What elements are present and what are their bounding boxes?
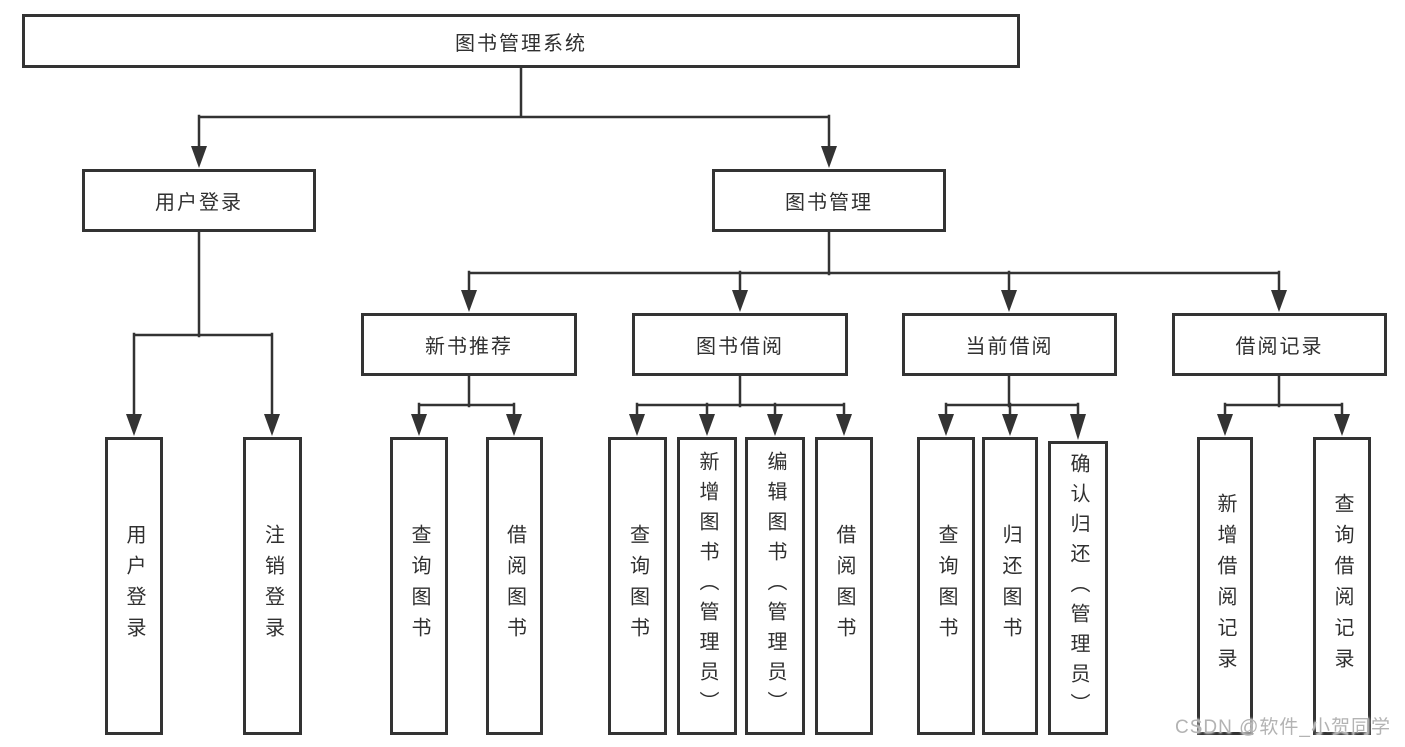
leaf-current-confirm-return-admin-label: 确认归还（管理员）	[1067, 453, 1089, 723]
leaf-records-add-record-label: 新增借阅记录	[1214, 493, 1236, 679]
leaf-user-login: 用户登录	[105, 437, 163, 735]
leaf-logout-label: 注销登录	[261, 524, 284, 648]
leaf-records-query-record-label: 查询借阅记录	[1331, 493, 1353, 679]
leaf-newrec-borrow-books: 借阅图书	[486, 437, 543, 735]
leaf-current-return-books: 归还图书	[982, 437, 1038, 735]
leaf-current-return-books-label: 归还图书	[999, 524, 1021, 648]
leaf-borrow-edit-books-admin-label: 编辑图书（管理员）	[764, 451, 786, 721]
leaf-user-login-label: 用户登录	[123, 524, 145, 648]
leaf-borrow-borrow-books: 借阅图书	[815, 437, 873, 735]
leaf-borrow-edit-books-admin: 编辑图书（管理员）	[745, 437, 805, 735]
node-current-borrow-label: 当前借阅	[965, 336, 1054, 358]
node-new-book-recommend: 新书推荐	[361, 313, 577, 376]
leaf-borrow-query-books: 查询图书	[608, 437, 667, 735]
node-borrow-records: 借阅记录	[1172, 313, 1387, 376]
node-new-book-recommend-label: 新书推荐	[425, 336, 513, 358]
leaf-borrow-query-books-label: 查询图书	[626, 524, 649, 648]
leaf-records-add-record: 新增借阅记录	[1197, 437, 1253, 735]
node-book-management: 图书管理	[712, 169, 946, 232]
leaf-current-query-books: 查询图书	[917, 437, 975, 735]
node-root: 图书管理系统	[22, 14, 1020, 68]
node-user-login: 用户登录	[82, 169, 316, 232]
leaf-borrow-add-books-admin-label: 新增图书（管理员）	[696, 451, 718, 721]
node-root-label: 图书管理系统	[455, 32, 587, 55]
node-borrow-records-label: 借阅记录	[1235, 336, 1324, 358]
node-user-login-label: 用户登录	[155, 192, 243, 214]
leaf-current-confirm-return-admin: 确认归还（管理员）	[1048, 441, 1108, 735]
leaf-borrow-add-books-admin: 新增图书（管理员）	[677, 437, 737, 735]
leaf-newrec-query-books: 查询图书	[390, 437, 448, 735]
leaf-logout: 注销登录	[243, 437, 302, 735]
leaf-newrec-borrow-books-label: 借阅图书	[503, 524, 526, 648]
csdn-watermark: CSDN @软件_小贺同学	[1175, 717, 1391, 738]
leaf-borrow-borrow-books-label: 借阅图书	[833, 524, 855, 648]
node-current-borrow: 当前借阅	[902, 313, 1117, 376]
leaf-newrec-query-books-label: 查询图书	[408, 524, 430, 648]
leaf-records-query-record: 查询借阅记录	[1313, 437, 1371, 735]
node-book-borrow-label: 图书借阅	[696, 336, 784, 358]
node-book-management-label: 图书管理	[785, 192, 873, 214]
node-book-borrow: 图书借阅	[632, 313, 848, 376]
leaf-current-query-books-label: 查询图书	[935, 524, 957, 648]
